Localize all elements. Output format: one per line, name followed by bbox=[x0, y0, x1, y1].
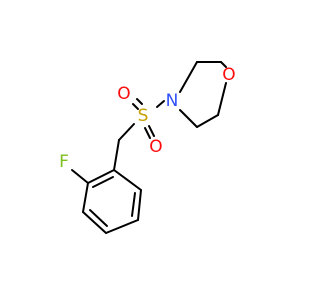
structure-canvas: O N S O O F bbox=[59, 61, 236, 234]
bond-ar4-ar5 bbox=[105, 219, 139, 234]
oxygen-sulfonyl-bottom-label: O bbox=[149, 137, 162, 157]
bond-s-o-bottom-a bbox=[144, 127, 151, 139]
sulfur-label: S bbox=[138, 106, 149, 126]
fluorine-label: F bbox=[59, 152, 69, 172]
bond-s-o-bottom-b bbox=[148, 125, 155, 137]
bond-ar5-ar6 bbox=[137, 189, 142, 221]
bond-ar2-ar3 bbox=[82, 182, 89, 213]
bond-ar1-ar2 bbox=[87, 169, 115, 184]
bond-c4-n bbox=[179, 109, 198, 128]
bond-c3-c4 bbox=[196, 114, 219, 128]
bond-s-ch2 bbox=[118, 123, 135, 141]
bond-o-c3 bbox=[217, 82, 227, 116]
sulfonyl-group bbox=[118, 98, 165, 141]
molecule-structure: O N S O O F bbox=[59, 61, 236, 234]
bond-ch2-ar bbox=[113, 139, 120, 171]
oxygen-sulfonyl-top-label: O bbox=[117, 84, 130, 104]
bond-n-c1 bbox=[179, 61, 198, 93]
bond-c2-o bbox=[220, 61, 227, 68]
bond-ar1-ar2-inner bbox=[92, 176, 114, 188]
bond-ar6-ar1 bbox=[113, 169, 142, 191]
benzene-ring bbox=[82, 169, 142, 234]
morpholine-ring bbox=[179, 61, 227, 128]
bond-ar3-ar4-inner bbox=[89, 209, 108, 227]
bond-ar2-f bbox=[71, 169, 89, 184]
bond-ar5-ar6-inner bbox=[131, 192, 136, 217]
bond-n-s bbox=[156, 100, 165, 108]
bond-s-o-top-a bbox=[132, 103, 139, 110]
oxygen-ring-label: O bbox=[222, 65, 235, 85]
bond-s-o-top-b bbox=[136, 98, 143, 105]
nitrogen-label: N bbox=[166, 91, 179, 111]
bond-ar3-ar4 bbox=[82, 211, 107, 234]
